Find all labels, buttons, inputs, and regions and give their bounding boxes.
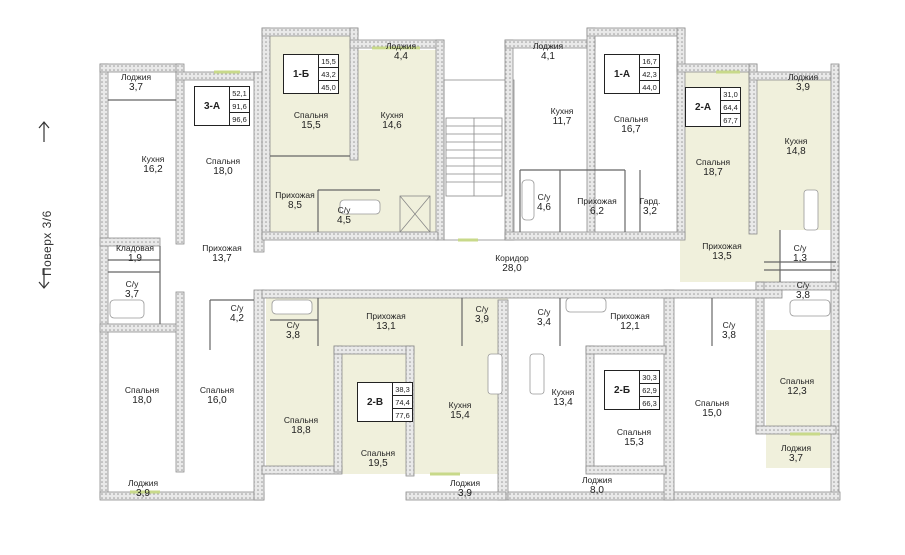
total-area-with-loggia: 77,6	[395, 410, 410, 420]
living-area: 52,1	[230, 87, 249, 100]
windows	[130, 46, 820, 494]
apartment-badge-2a[interactable]: 2-А 31,0 64,4 67,7	[685, 87, 741, 127]
total-area-with-loggia: 45,0	[321, 82, 336, 92]
total-area-with-loggia: 96,6	[232, 114, 247, 124]
total-area: 91,6	[230, 100, 249, 113]
living-area: 16,7	[640, 55, 659, 68]
highlighted-apartments	[266, 36, 836, 474]
apartment-badge-3a[interactable]: 3-А 52,1 91,6 96,6	[194, 86, 250, 126]
apartment-badge-1b[interactable]: 1-Б 15,5 43,2 45,0	[283, 54, 339, 94]
apartment-badge-1a[interactable]: 1-А 16,7 42,3 44,0	[604, 54, 660, 94]
floor-arrows	[38, 121, 50, 289]
walls	[99, 27, 841, 501]
apartment-code: 1-А	[605, 55, 640, 93]
fixtures	[109, 179, 831, 395]
total-area: 62,9	[640, 384, 659, 397]
living-area: 15,5	[319, 55, 338, 68]
staircase	[399, 117, 503, 233]
apartment-badge-2v[interactable]: 2-В 38,3 74,4 77,6	[357, 382, 413, 422]
apartment-code: 2-В	[358, 383, 393, 421]
apartment-badge-2b[interactable]: 2-Б 30,3 62,9 66,3	[604, 370, 660, 410]
floor-label: Поверх 3/6	[40, 210, 54, 276]
partitions	[108, 99, 836, 350]
apartment-code: 1-Б	[284, 55, 319, 93]
total-area: 43,2	[319, 68, 338, 81]
apartment-code: 2-А	[686, 88, 721, 126]
apartment-code: 3-А	[195, 87, 230, 125]
apartment-code: 2-Б	[605, 371, 640, 409]
total-area: 64,4	[721, 101, 740, 114]
total-area-with-loggia: 66,3	[642, 398, 657, 408]
total-area: 74,4	[393, 396, 412, 409]
room-label: Гард.3,2	[639, 196, 661, 217]
total-area-with-loggia: 44,0	[642, 82, 657, 92]
total-area: 42,3	[640, 68, 659, 81]
total-area-with-loggia: 67,7	[723, 115, 738, 125]
living-area: 31,0	[721, 88, 740, 101]
living-area: 30,3	[640, 371, 659, 384]
living-area: 38,3	[393, 383, 412, 396]
